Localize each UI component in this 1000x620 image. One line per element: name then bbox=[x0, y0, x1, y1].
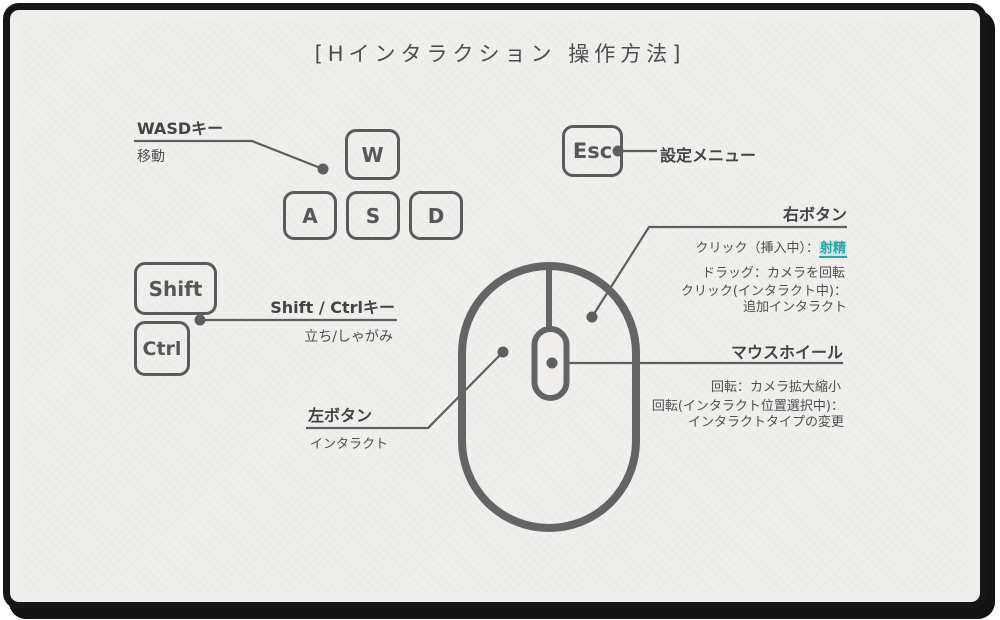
esc-label: 設定メニュー bbox=[660, 146, 757, 165]
right-button-title: 右ボタン bbox=[782, 205, 847, 224]
key-s: S bbox=[346, 191, 400, 240]
right-button-click-insert: クリック（挿入中）：射精 bbox=[695, 237, 847, 258]
left-button-title: 左ボタン bbox=[308, 406, 373, 425]
mouse-wheel-title: マウスホイール bbox=[730, 343, 843, 362]
shift-ctrl-label: Shift / Ctrlキー bbox=[270, 298, 395, 317]
right-button-click-insert-prefix: クリック（挿入中）： bbox=[695, 241, 819, 256]
key-ctrl: Ctrl bbox=[134, 321, 190, 376]
page-title: [Hインタラクション 操作方法] bbox=[314, 42, 686, 66]
shift-ctrl-action: 立ち/しゃがみ bbox=[304, 329, 393, 345]
key-d: D bbox=[409, 191, 463, 240]
wasd-action: 移動 bbox=[137, 149, 165, 165]
mouse-wheel-rotate: 回転：カメラ拡大縮小 bbox=[710, 380, 841, 395]
wasd-label: WASDキー bbox=[137, 119, 224, 138]
right-button-click-insert-value: 射精 bbox=[818, 241, 847, 258]
key-w: W bbox=[345, 129, 400, 180]
key-a: A bbox=[283, 191, 337, 240]
key-esc: Esc bbox=[562, 125, 623, 177]
mouse-wheel-rotate-select: 回転(インタラクト位置選択中)： インタラクトタイプの変更 bbox=[651, 399, 844, 431]
right-button-click-interact: クリック(インタラクト中)： 追加インタラクト bbox=[680, 284, 847, 316]
left-button-action: インタラクト bbox=[310, 437, 389, 452]
key-shift: Shift bbox=[134, 262, 217, 315]
right-button-drag: ドラッグ：カメラを回転 bbox=[701, 266, 845, 281]
